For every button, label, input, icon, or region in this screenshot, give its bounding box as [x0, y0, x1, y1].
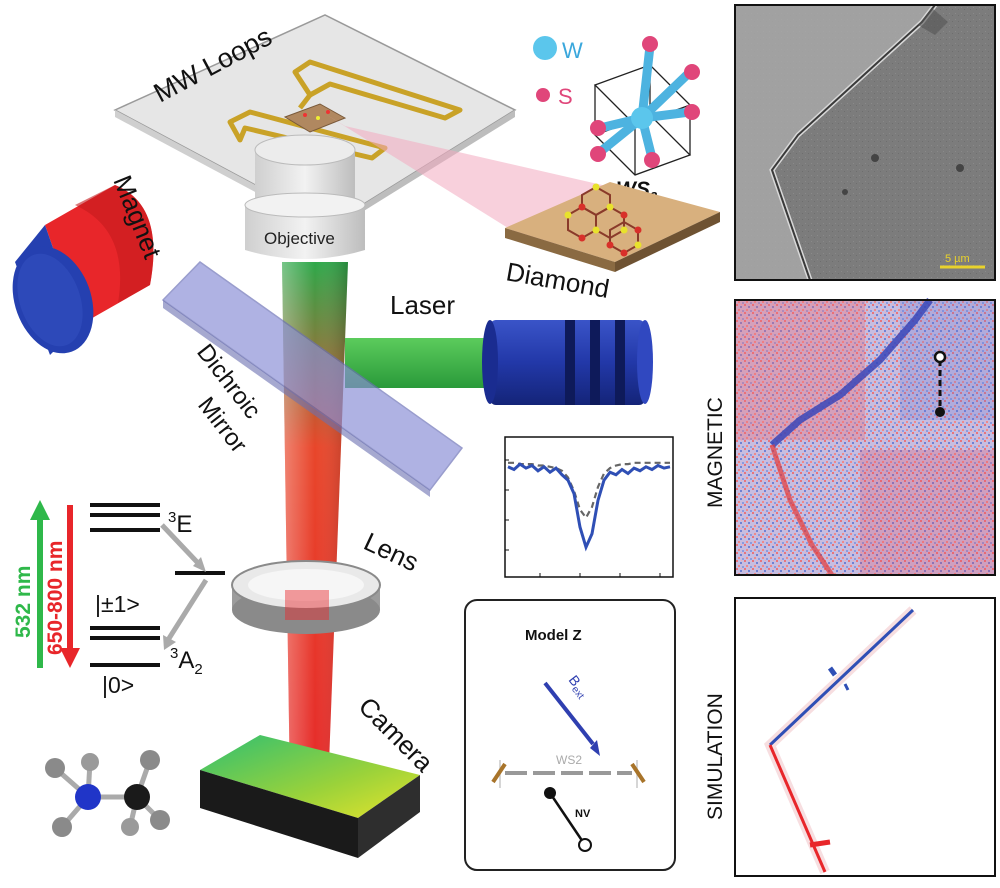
right-moment-arrow [630, 762, 646, 784]
simulation-label: SIMULATION [704, 693, 727, 820]
nv-bottom-dot [578, 838, 592, 852]
left-moment-arrow [491, 762, 507, 784]
s-atom-legend [536, 88, 550, 102]
mw-loop-traces [227, 59, 463, 161]
w-legend-label: W [562, 38, 583, 63]
simulation-panel: SIMULATION [704, 597, 996, 877]
magnet: Magnet [12, 171, 168, 355]
w-atom-legend [533, 36, 557, 60]
ws2-layer-label: WS2 [556, 753, 582, 767]
red-wavelength-label: 650-800 nm [44, 541, 67, 655]
laser-beam-green [345, 338, 493, 388]
odmr-solid-curve [507, 462, 671, 552]
magnetic-label: MAGNETIC [704, 397, 727, 508]
odmr-dashed-curve [508, 461, 670, 520]
model-title: Model Z [525, 627, 582, 644]
ground-state-label: 3A2 [170, 645, 203, 678]
ms-pm1-label: |±1> [95, 591, 140, 617]
isc-arrow-1 [160, 523, 199, 564]
lens-label: Lens [359, 526, 423, 577]
scale-bar-label: 5 µm [945, 253, 970, 265]
vacancy-atom [124, 784, 150, 810]
laser-label: Laser [390, 290, 455, 320]
nv-top-dot [544, 787, 556, 799]
magnetic-map-panel: MAGNETIC [704, 297, 996, 577]
objective-label: Objective [264, 229, 335, 248]
ws2-crystal-structure: W S WS2 [533, 36, 700, 204]
objective-lens: Objective [244, 134, 366, 259]
s-legend-label: S [558, 84, 573, 109]
isc-arrow-2 [165, 578, 209, 642]
excited-state-label: 3E [168, 509, 192, 538]
focusing-lens: Lens [231, 526, 423, 634]
nv-label: NV [575, 808, 591, 820]
ms-0-label: |0> [102, 672, 134, 698]
optical-micrograph-panel: 5 µm [734, 3, 996, 281]
odmr-spectrum-inset [504, 436, 674, 578]
energy-level-diagram: 3E |±1> |0> 3A2 532 nm 650-800 nm [12, 500, 225, 698]
model-z-panel: Model Z Bext WS2 NV [464, 599, 676, 871]
nitrogen-atom [75, 784, 101, 810]
b-ext-arrow [543, 681, 595, 746]
laser-source: Laser [390, 290, 653, 405]
green-wavelength-label: 532 nm [12, 566, 35, 638]
ws2-sample-chip [283, 103, 347, 133]
nv-center-molecule [45, 750, 170, 837]
